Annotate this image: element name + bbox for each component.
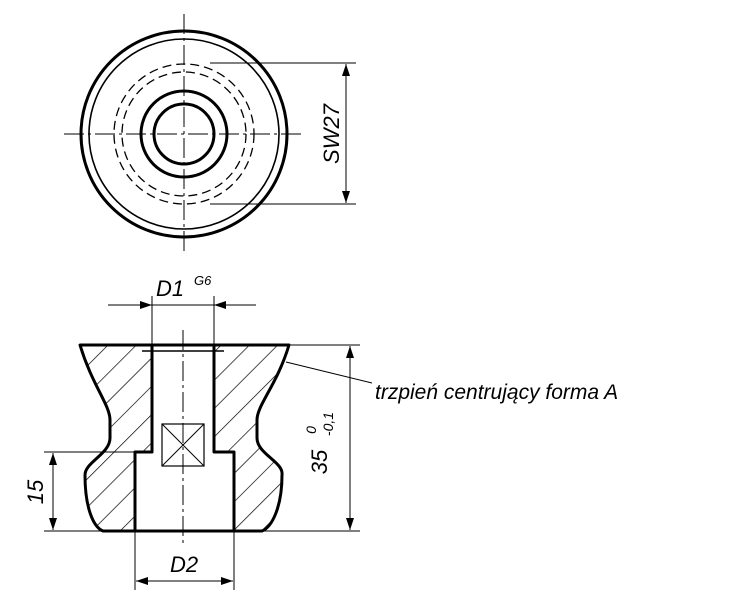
d1-label: D1 bbox=[156, 276, 184, 301]
lower-height-label: 15 bbox=[23, 479, 48, 504]
section-view: D1 G6 35 0 -0,1 15 D2 trzpień centrujący… bbox=[23, 273, 618, 590]
cross-hole-diag-2 bbox=[161, 423, 205, 467]
height-tol-upper: 0 bbox=[303, 426, 319, 434]
sw-label: SW27 bbox=[319, 103, 344, 164]
d2-label: D2 bbox=[170, 552, 198, 577]
d1-fit-label: G6 bbox=[194, 273, 212, 288]
height-label: 35 bbox=[307, 449, 332, 474]
top-view: SW27 bbox=[64, 14, 356, 254]
height-tol-lower: -0,1 bbox=[320, 412, 336, 436]
callout-label: trzpień centrujący forma A bbox=[375, 381, 618, 404]
callout-leader bbox=[285, 361, 373, 384]
